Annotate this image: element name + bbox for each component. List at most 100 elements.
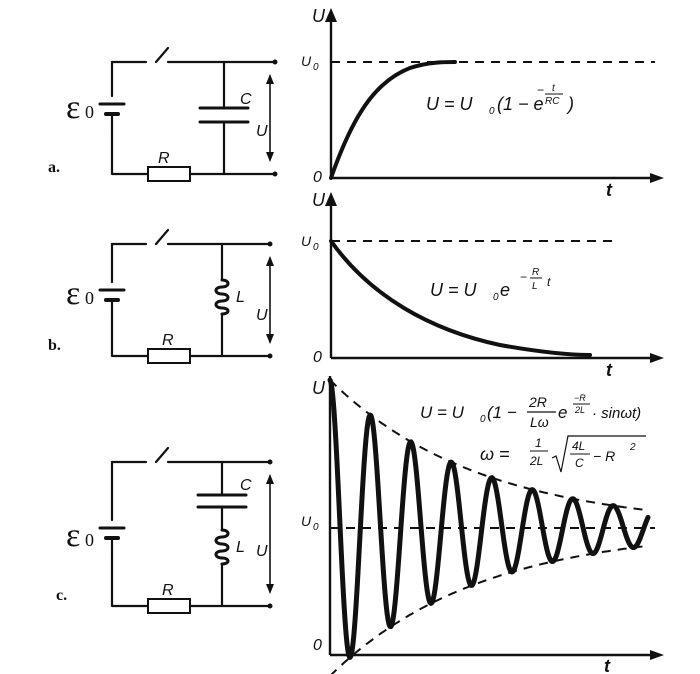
damped-oscillation-curve — [327, 377, 651, 660]
x-axis-label-c: t — [604, 656, 611, 674]
y-axis-arrow-b — [325, 192, 337, 206]
voltage-label-b: U — [256, 307, 268, 324]
svg-text:− R: − R — [593, 448, 615, 464]
svg-text:L: L — [532, 281, 538, 292]
svg-text:t: t — [547, 275, 551, 289]
charging-curve — [329, 60, 457, 180]
svg-text:2L: 2L — [574, 405, 585, 415]
voltage-arrowheads-b — [266, 256, 274, 344]
terminal-top-a — [272, 59, 278, 65]
origin-label-c: 0 — [313, 637, 322, 654]
terminal-top-c — [267, 459, 273, 465]
voltage-label-c: U — [256, 543, 268, 560]
terminal-top-b — [267, 241, 273, 247]
voltage-label-a: U — [256, 123, 268, 140]
y-axis-label-c: U — [312, 378, 326, 398]
svg-text:U = U: U = U — [430, 280, 478, 300]
circuit-a: ε 0 C R U a. — [48, 46, 278, 182]
emf-symbol-b: ε — [66, 275, 80, 312]
switch-a — [110, 46, 277, 64]
svg-text:2: 2 — [629, 442, 636, 453]
origin-label-a: 0 — [313, 169, 322, 186]
inductor-label-b: L — [236, 289, 245, 306]
asymptote-label-b: U — [301, 233, 312, 249]
svg-text:4L: 4L — [572, 439, 585, 453]
graph-b: U t 0 U 0 U = U 0 e − R L t — [301, 190, 664, 380]
formula-c2: ω = 1 2L 4L C − R 2 — [480, 435, 646, 473]
emf-subscript-c: 0 — [85, 530, 94, 550]
emf-subscript-b: 0 — [85, 288, 94, 308]
resistor-a — [147, 166, 191, 182]
x-axis-arrow-c — [650, 650, 664, 660]
svg-text:e: e — [558, 403, 567, 422]
svg-text:(1 −: (1 − — [487, 403, 517, 422]
svg-text:−R: −R — [574, 393, 586, 403]
formula-a: U = U 0 (1 − e − t RC ) — [426, 83, 574, 117]
panel-tag-a: a. — [48, 159, 60, 176]
switch-c — [110, 446, 272, 464]
asymptote-label-c: U — [301, 513, 312, 529]
svg-text:RC: RC — [545, 96, 560, 107]
wire-loop-b — [110, 242, 272, 358]
upper-envelope — [329, 379, 649, 512]
y-axis-arrow-a — [325, 8, 337, 22]
svg-text:t: t — [552, 83, 556, 94]
graph-a: U t 0 U 0 U = U 0 (1 − e − t RC ) — [301, 6, 664, 200]
resistor-b — [147, 348, 191, 364]
svg-text:0: 0 — [493, 292, 499, 303]
wire-loop-c — [110, 460, 272, 608]
formula-b: U = U 0 e − R L t — [430, 267, 551, 303]
svg-text:1: 1 — [535, 436, 542, 450]
x-axis-arrow-a — [650, 173, 664, 183]
switch-b — [110, 228, 272, 246]
svg-text:−: − — [537, 83, 544, 97]
panel-tag-c: c. — [56, 587, 67, 604]
svg-text:0: 0 — [480, 414, 486, 425]
decay-curve — [329, 239, 592, 357]
y-axis-label-a: U — [312, 6, 326, 26]
resistor-c — [147, 598, 191, 614]
panel-tag-b: b. — [48, 337, 61, 354]
x-axis-arrow-b — [650, 353, 664, 363]
svg-text:2R: 2R — [528, 394, 547, 410]
svg-text:(1 − e: (1 − e — [497, 94, 544, 114]
inductor-coil-b — [214, 278, 230, 316]
svg-text:e: e — [500, 280, 510, 300]
x-axis-label-b: t — [606, 360, 613, 380]
asymptote-sub-b: 0 — [313, 242, 319, 253]
sqrt-symbol — [551, 435, 646, 473]
inductor-coil-c — [214, 528, 230, 566]
terminal-bottom-c — [267, 603, 273, 609]
svg-text:U = U: U = U — [420, 403, 465, 422]
inductor-label-c: L — [236, 539, 245, 556]
voltage-arrowheads-a — [266, 74, 274, 162]
circuit-b: ε 0 L R U b. — [48, 228, 274, 364]
asymptote-sub-c: 0 — [313, 522, 319, 533]
capacitor-label-c: C — [240, 477, 252, 494]
terminal-bottom-b — [267, 353, 273, 359]
emf-symbol-a: ε — [66, 89, 80, 126]
resistor-label-c: R — [162, 582, 174, 599]
svg-text:0: 0 — [489, 106, 495, 117]
y-axis-label-b: U — [312, 190, 326, 210]
terminal-bottom-a — [272, 171, 278, 177]
svg-text:U = U: U = U — [426, 94, 474, 114]
svg-text:): ) — [566, 94, 574, 114]
resistor-label-b: R — [162, 332, 174, 349]
asymptote-sub-a: 0 — [313, 62, 319, 73]
circuit-c: ε 0 C L R U c. — [56, 446, 274, 614]
formula-c1: U = U 0 (1 − 2R Lω e −R 2L · sinωt) — [420, 393, 641, 430]
svg-text:−: − — [520, 270, 527, 284]
emf-symbol-c: ε — [66, 517, 80, 554]
capacitor-label-a: C — [240, 91, 252, 108]
svg-text:· sinωt): · sinωt) — [592, 405, 641, 422]
graph-c: U t 0 U 0 U = U 0 (1 − 2R Lω e −R 2L · s… — [301, 376, 664, 674]
svg-text:Lω: Lω — [530, 414, 549, 430]
svg-text:ω =: ω = — [480, 444, 510, 464]
svg-text:2L: 2L — [529, 454, 543, 468]
wire-loop-a — [110, 60, 277, 176]
lower-envelope — [330, 544, 649, 674]
resistor-label-a: R — [158, 150, 170, 167]
origin-label-b: 0 — [313, 349, 322, 366]
